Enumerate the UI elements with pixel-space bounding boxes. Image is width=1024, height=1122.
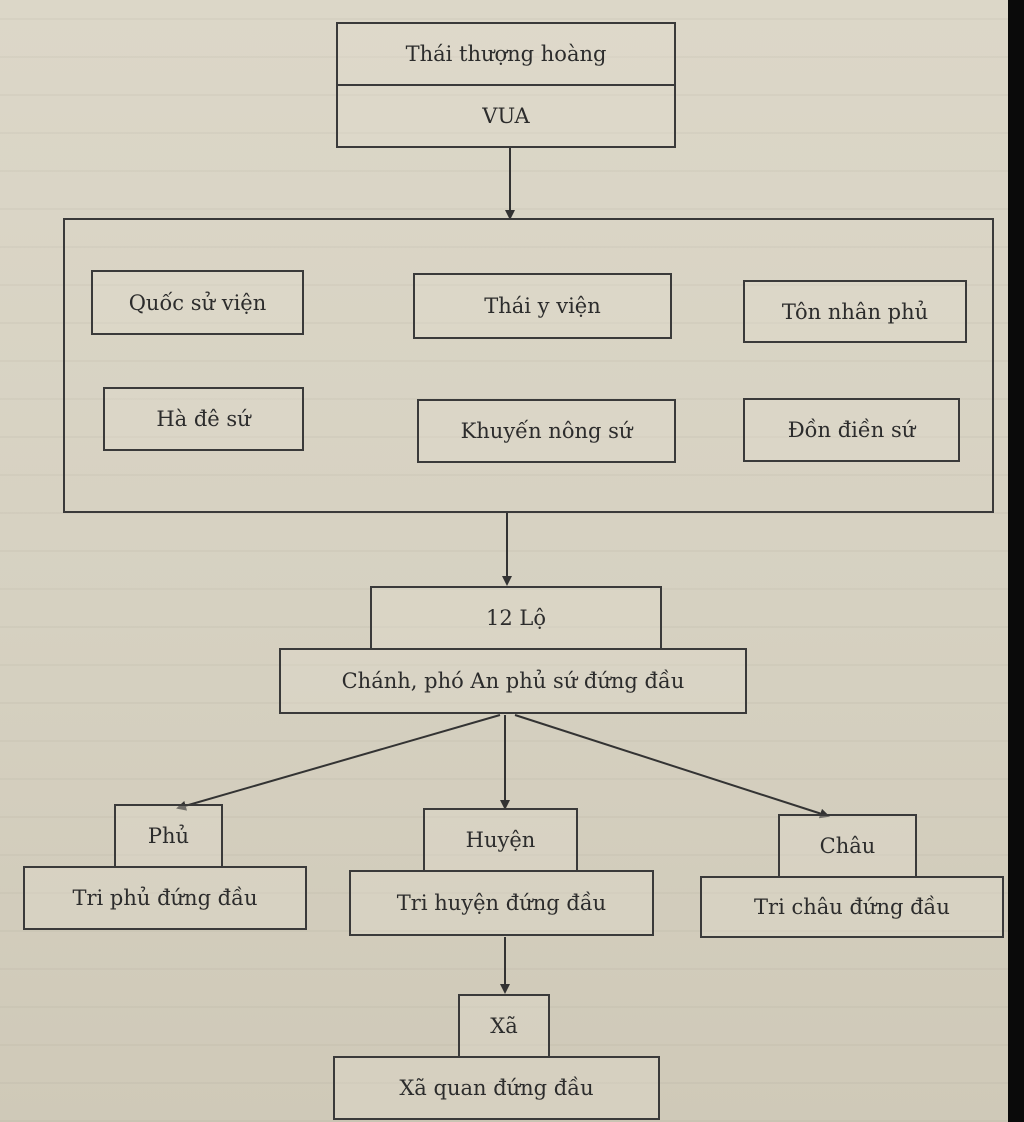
phu-head-box: Tri phủ đứng đầu (23, 866, 307, 930)
agency-label: Quốc sử viện (128, 290, 267, 315)
xa-name-box: Xã (458, 994, 550, 1058)
xa-name: Xã (490, 1014, 518, 1038)
huyen-head-box: Tri huyện đứng đầu (349, 870, 654, 936)
xa-head-box: Xã quan đứng đầu (333, 1056, 660, 1120)
agency-label: Thái y viện (484, 294, 601, 318)
king-box: VUA (336, 84, 676, 148)
arrow-lo-to-phu (176, 714, 501, 811)
agency-quoc-su-vien: Quốc sử viện (91, 270, 304, 335)
chau-head: Tri châu đứng đầu (754, 895, 950, 919)
huyen-name: Huyện (465, 828, 536, 852)
chau-name: Châu (819, 834, 876, 858)
arrow-lo-to-chau (514, 714, 830, 819)
phu-name-box: Phủ (114, 804, 223, 868)
lo-head: Chánh, phó An phủ sứ đứng đầu (341, 669, 685, 693)
central-agencies-frame (63, 218, 994, 513)
agency-label: Tôn nhân phủ (781, 299, 929, 324)
agency-don-dien-su: Đồn điền sứ (743, 398, 960, 462)
agency-label: Đồn điền sứ (787, 418, 916, 442)
huyen-head: Tri huyện đứng đầu (396, 891, 607, 915)
chau-head-box: Tri châu đứng đầu (700, 876, 1004, 938)
phu-head: Tri phủ đứng đầu (72, 886, 258, 910)
chau-name-box: Châu (778, 814, 917, 878)
lo-name-box: 12 Lộ (370, 586, 662, 650)
agency-label: Khuyến nông sứ (460, 419, 633, 443)
xa-head: Xã quan đứng đầu (399, 1076, 594, 1100)
agency-thai-y-vien: Thái y viện (413, 273, 672, 339)
king-label: VUA (482, 104, 530, 128)
agency-ha-de-su: Hà đê sứ (103, 387, 304, 451)
phu-name: Phủ (147, 824, 190, 848)
huyen-name-box: Huyện (423, 808, 578, 872)
thai-thuong-hoang-box: Thái thượng hoàng (336, 22, 676, 86)
agency-ton-nhan-phu: Tôn nhân phủ (743, 280, 967, 343)
agency-label: Hà đê sứ (156, 407, 251, 431)
scan-edge (1008, 0, 1024, 1122)
lo-head-box: Chánh, phó An phủ sứ đứng đầu (279, 648, 747, 714)
thai-thuong-hoang-label: Thái thượng hoàng (405, 42, 607, 66)
agency-khuyen-nong-su: Khuyến nông sứ (417, 399, 676, 463)
lo-name: 12 Lộ (486, 606, 546, 630)
